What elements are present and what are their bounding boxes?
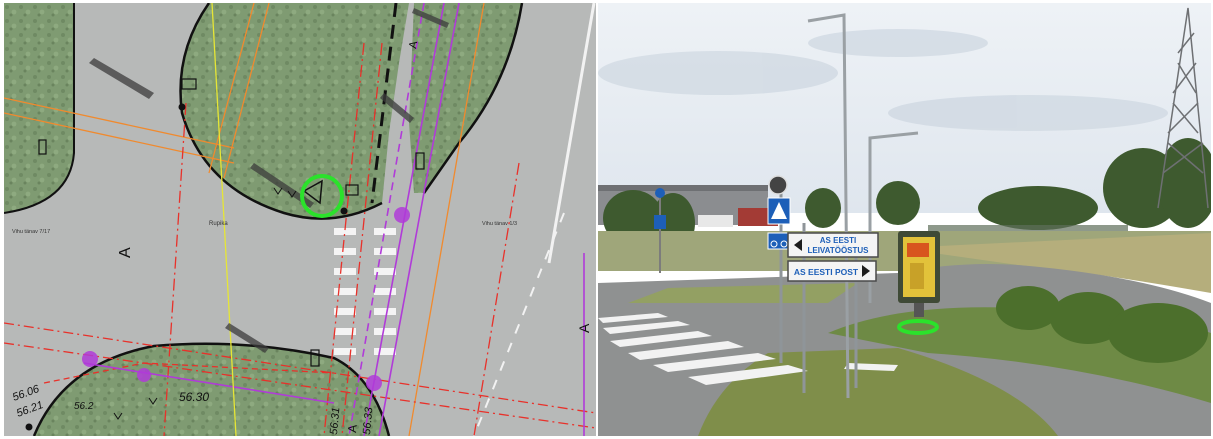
direction-sign-text: AS EESTI POST: [794, 267, 859, 277]
street-name-label: Vihu tänav 1/3: [482, 221, 517, 227]
grass-area-traffic-island: [180, 3, 409, 219]
grass-area-top-right: [409, 3, 522, 193]
clouds: [598, 29, 1168, 131]
grass-median-left: [628, 283, 858, 303]
curb-line-top-right: [422, 3, 524, 194]
utility-lines-orange: [4, 3, 485, 436]
green-ellipse-marker-icon[interactable]: [897, 319, 939, 335]
utility-lines-red: [4, 42, 596, 436]
manhole-markers: [82, 207, 410, 391]
area-letter-label: A: [345, 424, 360, 433]
direction-sign-eesti-post: AS EESTI POST: [787, 260, 877, 282]
direction-sign-line-1: AS EESTI: [820, 236, 856, 245]
street-name-label: Rupika: [209, 221, 228, 227]
lane-edge-dashed: [370, 3, 398, 204]
zebra-crossing: [598, 313, 808, 385]
street-name-label: Vihu tänav 7/17: [12, 229, 50, 235]
street-view-panel[interactable]: AS EESTI LEIVATÖÖSTUS AS EESTI POST: [598, 3, 1211, 436]
curb-line-top-left: [4, 3, 75, 214]
pedestrian-crossing: [334, 228, 396, 355]
area-letter-label: A: [117, 247, 134, 258]
elevation-label: 56.33: [361, 406, 375, 435]
grass-right: [898, 233, 1211, 293]
power-pylon: [1157, 7, 1209, 209]
elevation-label: 56.31: [328, 407, 342, 435]
pole-shadows: [89, 8, 449, 353]
map-canvas[interactable]: A A A A Vihu tänav 7/17 Rupika Vihu täna…: [4, 3, 596, 436]
map-panel[interactable]: A A A A Vihu tänav 7/17 Rupika Vihu täna…: [4, 3, 596, 436]
survey-points: [25, 103, 348, 431]
area-letter-label: A: [576, 323, 592, 333]
shrubs: [996, 286, 1208, 363]
utility-line-yellow: [211, 3, 237, 436]
lane-line-dashed-right: [473, 212, 565, 436]
elevation-label: 56.2: [74, 401, 94, 412]
background-sign-poles: [654, 188, 666, 273]
traffic-sign-round: [768, 175, 788, 195]
parked-vehicles: [698, 215, 733, 227]
tree-line: [603, 138, 1211, 253]
sign-pole-symbol: [302, 179, 323, 205]
elevation-label: 56.30: [179, 390, 209, 404]
direction-sign-eesti-leivatoostus: AS EESTI LEIVATÖÖSTUS: [787, 232, 879, 258]
sign-symbols: [38, 78, 425, 367]
direction-sign-line-2: LEIVATÖÖSTUS: [807, 246, 869, 255]
advertising-column: [898, 231, 940, 317]
arrow-right-icon: [862, 265, 870, 277]
tree-symbols: [113, 187, 297, 420]
grass-area-top-left: [4, 3, 74, 213]
pedestrian-crossing-sign: [767, 197, 791, 250]
arrow-left-icon: [794, 239, 802, 251]
curb-line-island: [179, 3, 383, 220]
green-ring-marker-icon[interactable]: [300, 174, 344, 218]
selected-location-marker[interactable]: [300, 174, 344, 218]
street-view-canvas[interactable]: AS EESTI LEIVATÖÖSTUS AS EESTI POST: [598, 3, 1211, 436]
lane-line-right: [547, 3, 596, 264]
area-letter-label: A: [407, 40, 420, 50]
